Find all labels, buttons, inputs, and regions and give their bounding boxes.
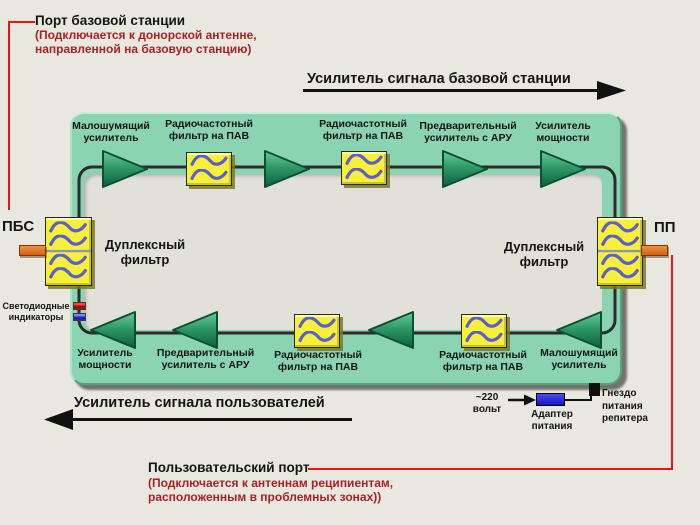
pbs-port-label: ПБС xyxy=(2,218,35,235)
amplifier-icon xyxy=(442,150,488,188)
user-port-callout-line xyxy=(671,255,673,470)
component-label: Радиочастотный фильтр на ПАВ xyxy=(274,349,362,373)
power-adapter-label: Адаптер питания xyxy=(531,409,573,432)
duplex-filter-right-label: Дуплексный фильтр xyxy=(503,239,585,269)
user-port-callout-line xyxy=(308,468,673,470)
mains-arrow-icon xyxy=(508,394,536,406)
user-port-note: (Подключается к антеннам реципиентам, ра… xyxy=(148,476,394,504)
duplex-filter-icon xyxy=(598,221,642,279)
led-blue-icon xyxy=(73,313,86,321)
component-label: Радиочастотный фильтр на ПАВ xyxy=(165,118,253,142)
led-indicators-label: Светодиодные индикаторы xyxy=(2,301,70,322)
uplink-arrow-label: Усилитель сигнала базовой станции xyxy=(307,71,571,87)
amplifier-icon xyxy=(172,311,218,349)
saw-filter-icon xyxy=(190,154,228,181)
mains-voltage-label: ~220 вольт xyxy=(472,392,502,415)
amplifier-icon xyxy=(556,311,602,349)
power-adapter xyxy=(536,393,565,406)
component-label: Усилитель мощности xyxy=(535,120,591,144)
downlink-arrow-icon xyxy=(44,409,352,430)
base-port-callout-line xyxy=(8,21,10,210)
amplifier-icon xyxy=(90,311,136,349)
uplink-arrow-icon xyxy=(303,81,626,100)
component-label: Радиочастотный фильтр на ПАВ xyxy=(319,118,407,142)
amplifier-icon xyxy=(368,311,414,349)
power-cord-line xyxy=(565,391,592,401)
user-port-title: Пользовательский порт xyxy=(148,460,310,475)
base-station-connector xyxy=(19,245,46,256)
power-jack-label: Гнездо питания репитера xyxy=(602,388,648,424)
component-label: Малошумящий усилитель xyxy=(540,347,618,371)
saw-filter xyxy=(186,152,232,186)
downlink-arrow-label: Усилитель сигнала пользователей xyxy=(74,395,325,411)
saw-filter-icon xyxy=(298,316,336,343)
duplex-filter-right xyxy=(597,217,643,286)
amplifier-icon xyxy=(540,150,586,188)
user-port-connector xyxy=(641,245,668,256)
repeater-body-hole xyxy=(84,174,602,330)
power-jack xyxy=(589,383,600,396)
component-label: Радиочастотный фильтр на ПАВ xyxy=(439,349,527,373)
duplex-filter-icon xyxy=(46,221,91,279)
amplifier-icon xyxy=(264,150,310,188)
saw-filter-icon xyxy=(465,316,503,343)
saw-filter xyxy=(461,314,507,348)
component-label: Предварительный усилитель с АРУ xyxy=(156,347,255,371)
base-port-note: (Подключается к донорской антенне, напра… xyxy=(35,28,257,56)
component-label: Предварительный усилитель с АРУ xyxy=(419,120,517,144)
saw-filter xyxy=(341,151,387,185)
led-red-icon xyxy=(73,302,86,310)
base-port-callout-line xyxy=(8,21,35,23)
component-label: Малошумящий усилитель xyxy=(72,120,150,144)
component-label: Усилитель мощности xyxy=(77,347,133,371)
duplex-filter-left xyxy=(45,217,92,286)
amplifier-icon xyxy=(102,150,148,188)
saw-filter xyxy=(294,314,340,348)
pp-port-label: ПП xyxy=(654,219,676,236)
saw-filter-icon xyxy=(345,153,383,180)
duplex-filter-left-label: Дуплексный фильтр xyxy=(104,237,186,267)
base-port-title: Порт базовой станции xyxy=(35,13,186,28)
